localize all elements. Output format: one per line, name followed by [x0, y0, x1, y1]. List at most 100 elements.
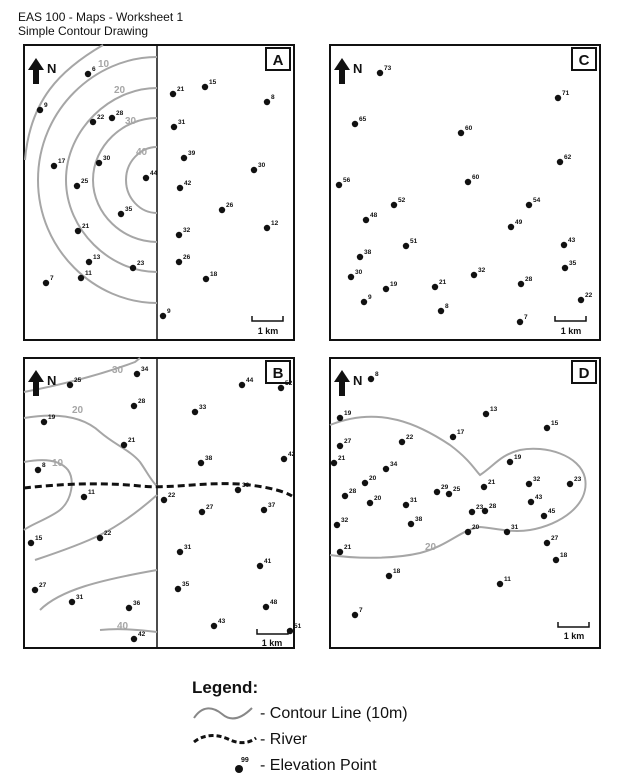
- elevation-value: 27: [344, 438, 352, 445]
- contour-label: 10: [52, 458, 64, 469]
- elevation-value: 21: [177, 86, 185, 93]
- scale-label: 1 km: [564, 631, 585, 641]
- contour-label: 30: [112, 365, 124, 376]
- elevation-point: 13: [85, 254, 101, 266]
- legend-contour-row: - Contour Line (10m): [192, 704, 452, 724]
- elevation-point: 21: [169, 86, 185, 98]
- elevation-point: 23: [468, 504, 484, 516]
- elevation-value: 36: [133, 600, 141, 607]
- elevation-value: 28: [116, 110, 124, 117]
- elevation-value: 25: [74, 377, 82, 384]
- elevation-dot: [361, 479, 369, 487]
- north-arrow: N: [28, 58, 56, 84]
- elevation-dot: [503, 528, 511, 536]
- elevation-point: 30: [250, 162, 266, 174]
- elevation-point: 7: [516, 314, 528, 326]
- elevation-value: 71: [562, 90, 570, 97]
- elevation-point: 25: [66, 377, 82, 389]
- elevation-value: 34: [390, 461, 398, 468]
- elevation-value: 42: [138, 631, 146, 638]
- elevation-value: 43: [535, 494, 543, 501]
- elevation-point: 20: [361, 475, 377, 487]
- elevation-value: 21: [128, 437, 136, 444]
- north-arrow: N: [334, 58, 362, 84]
- contour-line: [23, 414, 158, 487]
- elevation-dot: [176, 548, 184, 556]
- elevation-point: 60: [457, 125, 473, 137]
- north-arrow-icon: [334, 58, 350, 84]
- elevation-dot: [197, 459, 205, 467]
- elevation-point: 48: [362, 212, 378, 224]
- panel-label: B: [273, 365, 284, 382]
- elevation-value: 56: [343, 177, 351, 184]
- elevation-value: 44: [150, 170, 158, 177]
- elevation-dot: [238, 381, 246, 389]
- elevation-point: 23: [566, 476, 582, 488]
- elevation-point: 7: [42, 275, 54, 287]
- elevation-dot: [336, 414, 344, 422]
- elevation-dot: [336, 442, 344, 450]
- north-label: N: [47, 61, 56, 76]
- elevation-dot: [336, 548, 344, 556]
- elevation-value: 29: [441, 484, 449, 491]
- elevation-point: 28: [130, 398, 146, 410]
- elevation-value: 23: [574, 476, 582, 483]
- elevation-value: 38: [364, 249, 372, 256]
- elevation-dot: [362, 216, 370, 224]
- elevation-dot: [31, 586, 39, 594]
- elevation-value: 22: [168, 492, 176, 499]
- elevation-dot: [516, 318, 524, 326]
- elevation-dot: [34, 466, 42, 474]
- elevation-point: 28: [341, 488, 357, 500]
- elevation-dot: [366, 499, 374, 507]
- legend-contour-label: - Contour Line (10m): [260, 705, 408, 722]
- elevation-point: 35: [174, 581, 190, 593]
- elevation-value: 44: [246, 377, 254, 384]
- elevation-value: 43: [218, 618, 226, 625]
- elevation-dot: [347, 273, 355, 281]
- elevation-point: 29: [433, 484, 449, 496]
- elevation-value: 30: [355, 269, 363, 276]
- elevation-dot: [556, 158, 564, 166]
- elevation-value: 51: [294, 623, 302, 630]
- elevation-value: 25: [81, 178, 89, 185]
- north-arrow-icon: [28, 58, 44, 84]
- elevation-dot: [527, 498, 535, 506]
- elevation-dot: [85, 258, 93, 266]
- elevation-point: 9: [36, 102, 48, 114]
- elevation-value: 23: [476, 504, 484, 511]
- river-line: [23, 482, 293, 498]
- elevation-point: 8: [367, 371, 379, 383]
- elevation-point: 73: [376, 65, 392, 77]
- scale-bar: 1 km: [251, 316, 284, 336]
- elevation-value: 48: [270, 599, 278, 606]
- contour-line: [39, 569, 158, 611]
- elevation-point: 35: [561, 260, 577, 272]
- contour-label: 20: [72, 405, 84, 416]
- elevation-value: 8: [375, 371, 379, 378]
- elevation-point: 21: [480, 479, 496, 491]
- elevation-value: 28: [138, 398, 146, 405]
- elevation-value: 32: [183, 227, 191, 234]
- elevation-value: 38: [415, 516, 423, 523]
- elevation-value: 54: [533, 197, 541, 204]
- elevation-value: 33: [199, 404, 207, 411]
- elevation-dot: [77, 274, 85, 282]
- elevation-dot: [175, 231, 183, 239]
- elevation-value: 28: [525, 276, 533, 283]
- elevation-dot: [142, 174, 150, 182]
- elevation-value: 26: [183, 254, 191, 261]
- elevation-point: 52: [277, 380, 293, 392]
- north-arrow: N: [334, 370, 362, 396]
- elevation-value: 18: [393, 568, 401, 575]
- elevation-value: 21: [338, 455, 346, 462]
- elevation-point: 31: [176, 544, 192, 556]
- elevation-dot: [74, 227, 82, 235]
- elevation-dot: [133, 370, 141, 378]
- elevation-point: 15: [201, 79, 217, 91]
- elevation-point: 13: [482, 406, 498, 418]
